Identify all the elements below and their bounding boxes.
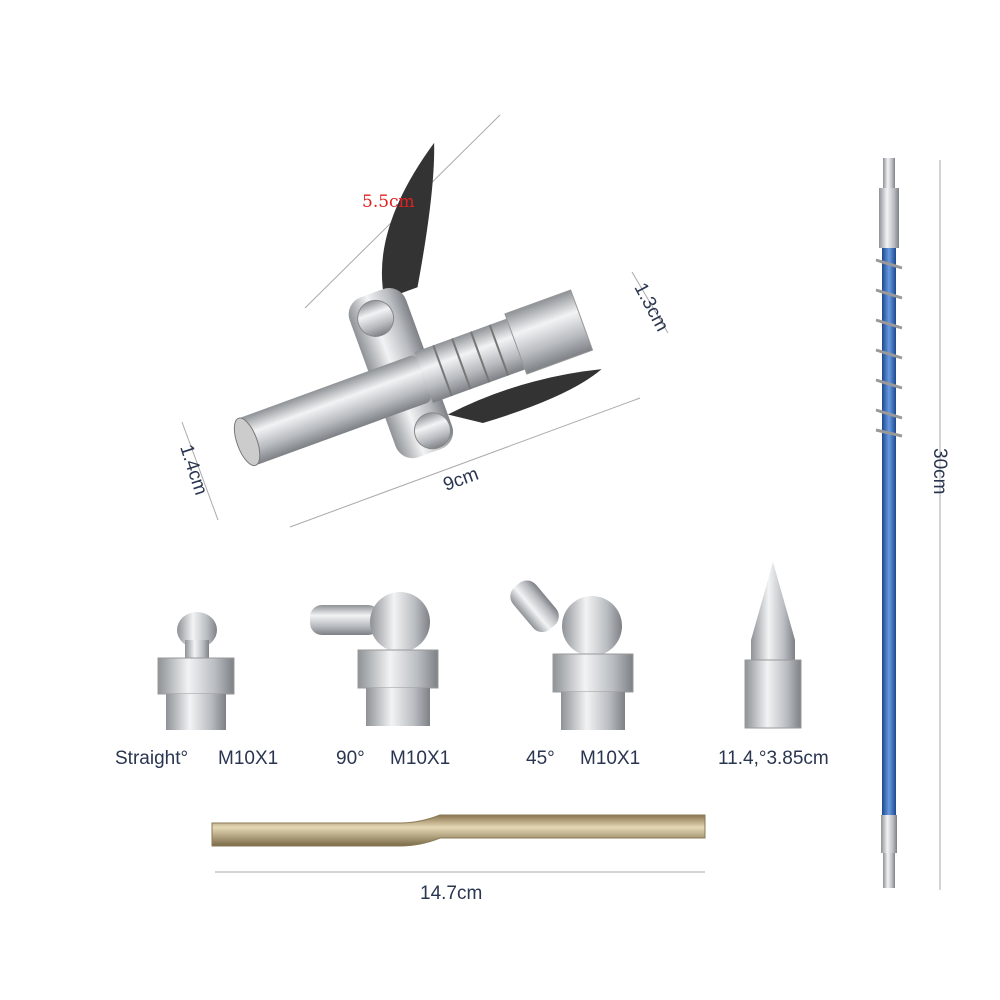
fitting-straight-angle-label: Straight°: [115, 748, 188, 769]
fitting-90-angle-label: 90°: [336, 748, 365, 769]
fitting-straight-thread-label: M10X1: [218, 748, 278, 769]
grease-coupler: 5.5cm 1.3cm 1.4cm 9cm: [175, 114, 673, 528]
lever-length-label: 5.5cm: [362, 192, 415, 212]
hose-top-fitting: [883, 158, 895, 188]
coupler-length-label: 9cm: [441, 464, 482, 496]
upper-pivot: [357, 299, 395, 337]
dim-line-hex: [631, 271, 669, 334]
needle-nozzle-size-label: 11.4,°3.85cm: [718, 748, 829, 769]
hose-bottom-fitting: [883, 853, 895, 888]
hex-nut: [504, 289, 594, 375]
fitting-45-thread-label: M10X1: [580, 748, 640, 769]
pipe-length-label: 14.7cm: [420, 883, 482, 904]
hose-length-label: 30cm: [929, 448, 950, 494]
lower-handle: [447, 369, 602, 424]
fitting-straight: [157, 612, 235, 730]
fitting-90-degree: [310, 592, 439, 726]
spring-section: [414, 317, 527, 403]
dim-line-nozzle: [181, 421, 219, 521]
coupler-opening: [233, 417, 261, 467]
nozzle-diameter-label: 1.4cm: [175, 442, 211, 498]
hose-body: [882, 248, 896, 818]
fitting-45-angle-label: 45°: [526, 748, 555, 769]
hose-bottom-ferrule: [881, 815, 897, 853]
hex-width-label: 1.3cm: [630, 279, 673, 335]
upper-handle: [381, 142, 435, 300]
needle-nozzle: [744, 562, 802, 729]
hose-top-ferrule: [879, 188, 899, 248]
dim-line-length: [289, 397, 641, 528]
flexible-hose: 30cm: [875, 158, 950, 890]
fitting-90-thread-label: M10X1: [390, 748, 450, 769]
lower-pivot: [413, 412, 451, 450]
fitting-45-degree: [510, 580, 634, 730]
coupler-barrel: [238, 355, 431, 465]
rigid-pipe: 14.7cm: [211, 814, 706, 904]
